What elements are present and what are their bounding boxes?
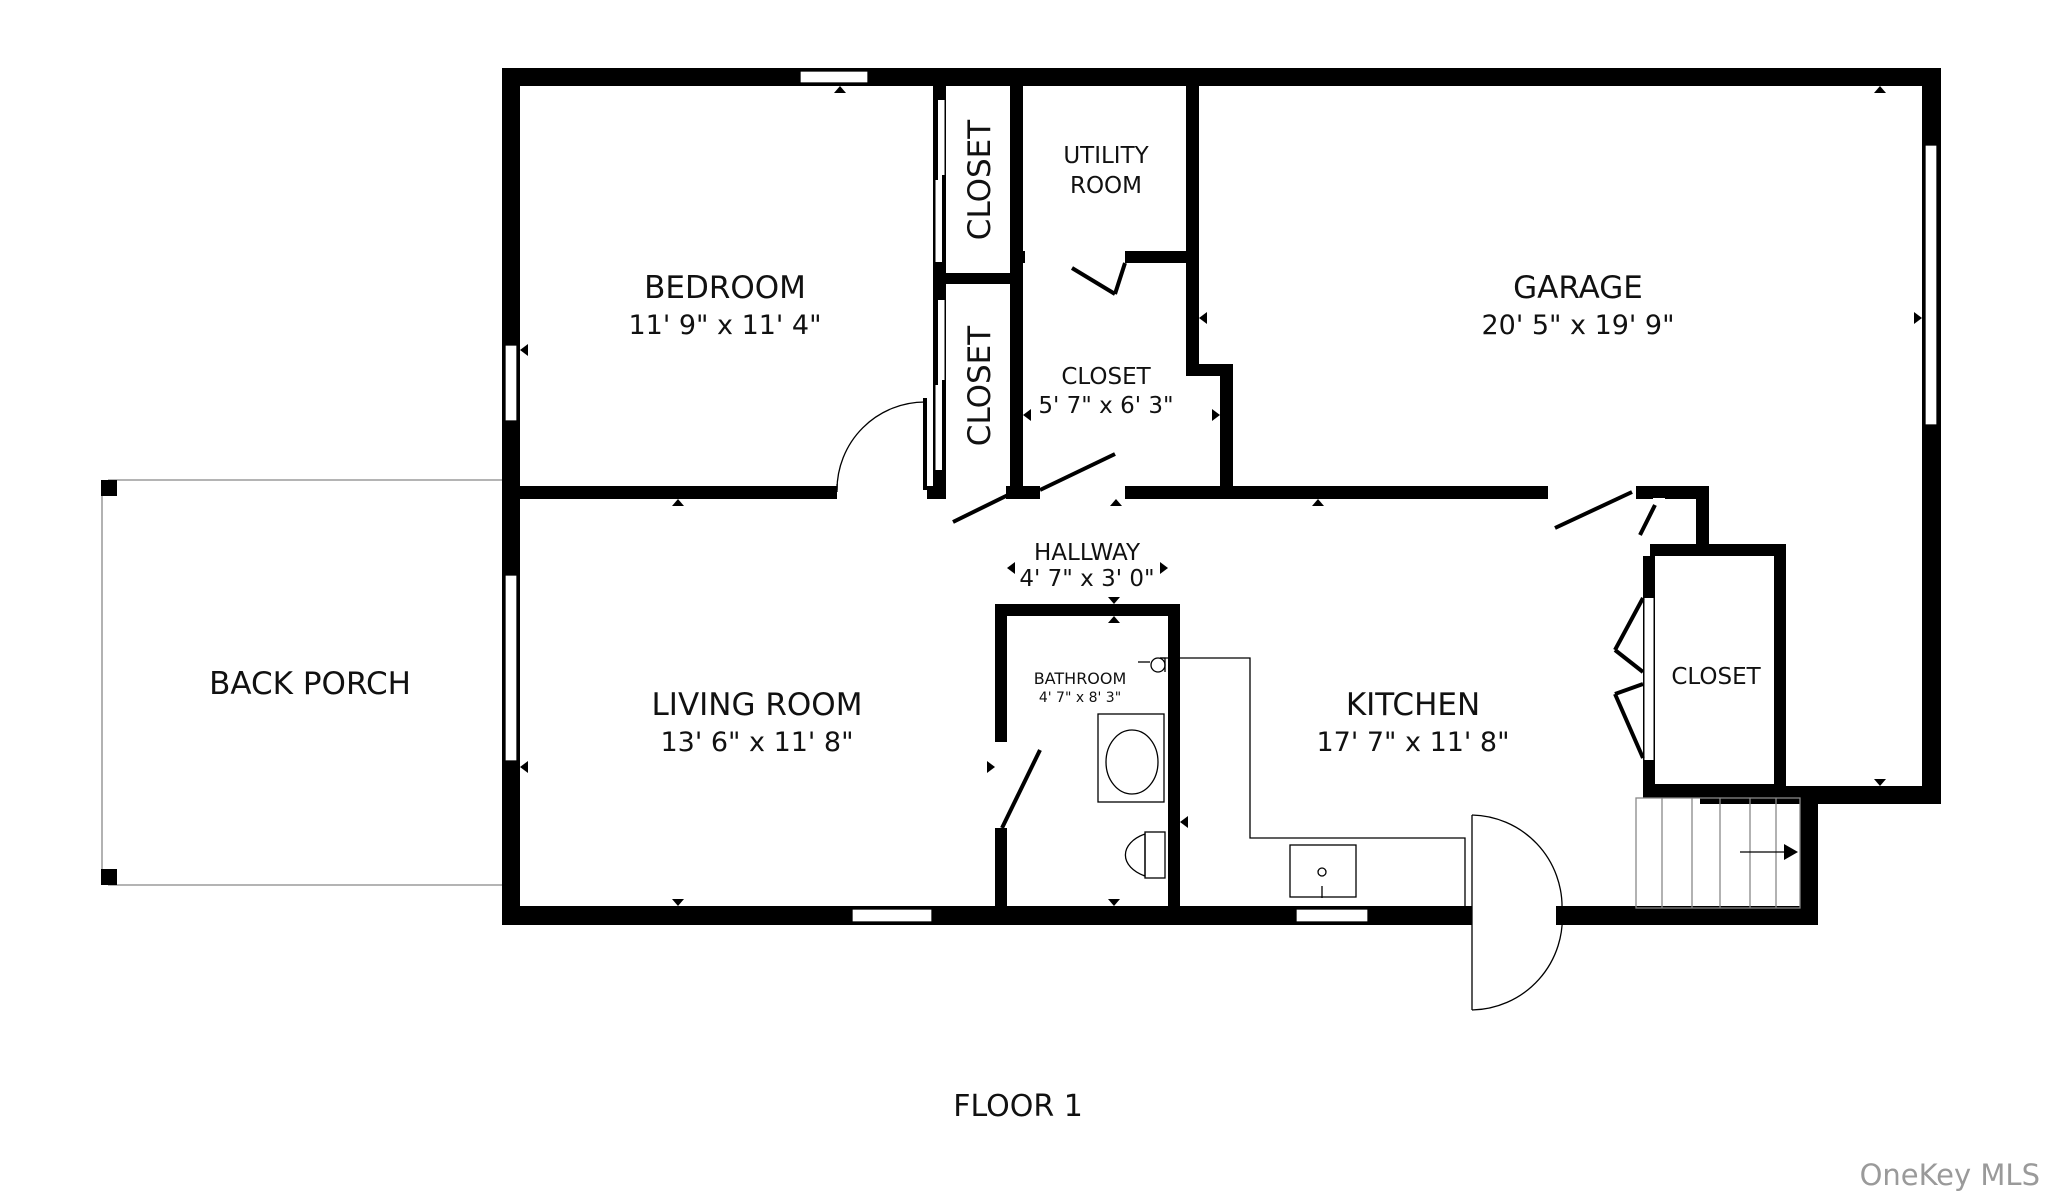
utility-room-line2: ROOM xyxy=(1070,173,1142,199)
garage-dims: 20' 5" x 19' 9" xyxy=(1481,310,1674,341)
window-icon xyxy=(799,70,869,84)
closet-lower-name: CLOSET xyxy=(962,325,998,446)
sliding-doors xyxy=(934,100,1654,760)
kitchen-dims: 17' 7" x 11' 8" xyxy=(1316,727,1509,758)
swing-doors xyxy=(836,249,1665,1011)
window-icon xyxy=(851,908,933,923)
living-room-dims: 13' 6" x 11' 8" xyxy=(660,727,853,758)
floor-label: FLOOR 1 xyxy=(953,1089,1083,1124)
bathroom-dims: 4' 7" x 8' 3" xyxy=(1039,690,1121,706)
closet-mid-dims: 5' 7" x 6' 3" xyxy=(1038,393,1173,419)
watermark: OneKey MLS xyxy=(1860,1158,2040,1192)
bathroom-name: BATHROOM xyxy=(1034,669,1127,688)
bedroom-dims: 11' 9" x 11' 4" xyxy=(628,310,821,341)
bathtub-icon xyxy=(1097,713,1165,803)
dimension-markers xyxy=(520,86,1922,906)
closet-top-name: CLOSET xyxy=(962,119,998,240)
room-labels: BEDROOM 11' 9" x 11' 4" GARAGE 20' 5" x … xyxy=(209,119,2040,1192)
back-porch xyxy=(101,479,502,886)
living-room-name: LIVING ROOM xyxy=(652,687,863,723)
stairs-icon xyxy=(1635,797,1801,909)
bedroom-name: BEDROOM xyxy=(644,270,806,306)
sink-icon xyxy=(1289,844,1357,898)
garage-name: GARAGE xyxy=(1513,270,1643,306)
fixtures xyxy=(1097,657,1801,909)
back-porch-name: BACK PORCH xyxy=(209,666,411,702)
porch-post-icon xyxy=(101,869,117,885)
hallway-dims: 4' 7" x 3' 0" xyxy=(1019,566,1154,592)
hallway-name: HALLWAY xyxy=(1034,540,1141,566)
toilet-icon xyxy=(1144,831,1166,879)
windows xyxy=(504,70,1938,923)
closet-mid-name: CLOSET xyxy=(1061,364,1151,390)
utility-room-line1: UTILITY xyxy=(1063,143,1149,169)
window-icon xyxy=(1924,144,1938,426)
window-icon xyxy=(1295,908,1369,923)
kitchen-name: KITCHEN xyxy=(1346,687,1480,723)
window-icon xyxy=(504,574,518,762)
window-icon xyxy=(504,344,518,422)
closet-kitchen-name: CLOSET xyxy=(1671,664,1761,690)
porch-post-icon xyxy=(101,480,117,496)
